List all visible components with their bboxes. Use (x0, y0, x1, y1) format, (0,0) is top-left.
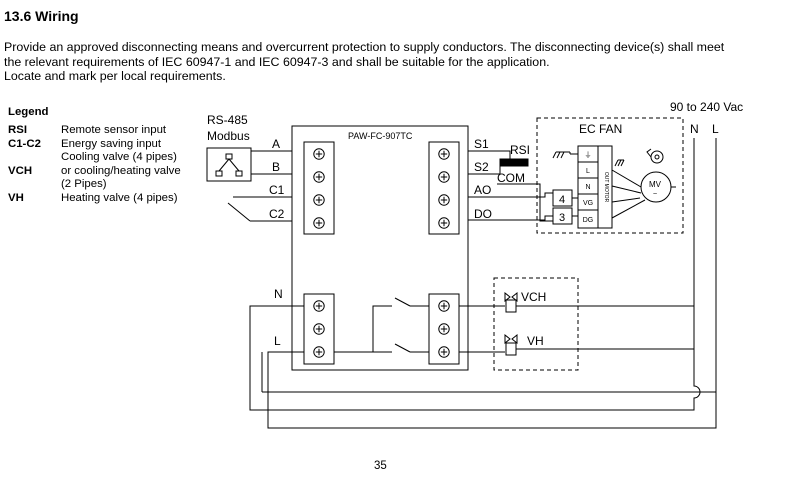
terminal-ao-label: AO (474, 183, 491, 197)
motor-terminal-label: DG (583, 217, 594, 224)
terminal-s2-label: S2 (474, 160, 489, 174)
legend-desc: Energy saving input (61, 137, 162, 150)
supply-voltage-label: 90 to 240 Vac (670, 100, 743, 114)
fan-terminal-3-label: 3 (559, 212, 565, 224)
motor-terminal-label: VG (583, 200, 593, 207)
legend-row: RSI Remote sensor input (8, 124, 181, 138)
motor-terminal-strip (577, 145, 613, 229)
valve-vch-label: VCH (521, 290, 546, 304)
terminal-c1-label: C1 (269, 183, 285, 197)
out-motor-label: OUT MOTOR (603, 172, 609, 203)
legend-desc: Heating valve (4 pipes) (61, 191, 178, 204)
valve-vh-label: VH (527, 334, 544, 348)
power-l-label: L (274, 334, 281, 348)
legend-code: VH (8, 191, 24, 204)
rs485-interface (206, 147, 252, 182)
ec-fan-enclosure (536, 117, 684, 234)
terminal-a-label: A (272, 137, 280, 151)
paragraph-line: Provide an approved disconnecting means … (4, 40, 725, 54)
earth-icon (614, 159, 625, 167)
terminal-s1-label: S1 (474, 137, 489, 151)
modbus-label: Modbus (207, 129, 250, 143)
legend-code: VCH (8, 164, 33, 177)
terminal-do-label: DO (474, 207, 492, 221)
right-terminal-block (428, 141, 460, 235)
supply-l-label: L (712, 122, 719, 136)
earth-icon (552, 151, 578, 159)
section-heading: 13.6 Wiring (4, 8, 79, 24)
legend-code: C1-C2 (8, 137, 41, 150)
legend-desc: Remote sensor input (61, 124, 167, 136)
live-line (267, 138, 717, 429)
paragraph-line: Locate and mark per local requirements. (4, 69, 226, 83)
power-terminal-block (303, 293, 335, 365)
legend-row: VH Heating valve (4 pipes) (8, 192, 181, 206)
network-icon (215, 153, 243, 177)
rsi-label: RSI (510, 143, 530, 157)
motor-terminal-label: ⏚ (585, 151, 592, 159)
controller-box (291, 125, 469, 371)
legend-desc: (2 Pipes) (61, 178, 107, 190)
motor-label: MV (649, 180, 662, 189)
legend-table: RSI Remote sensor input C1-C2 Energy savin… (8, 124, 181, 205)
motor-terminal-label: N (585, 184, 590, 191)
fan-terminal-4-label: 4 (559, 194, 565, 206)
ec-fan-title: EC FAN (579, 122, 622, 136)
page-number: 35 (374, 460, 387, 472)
supply-n-label: N (690, 122, 699, 136)
rsi-sensor (499, 158, 529, 167)
legend-row: (2 Pipes) (8, 178, 181, 192)
paragraph-line: the relevant requirements of IEC 60947-1… (4, 54, 550, 69)
section-paragraph: Provide an approved disconnecting means … (4, 40, 794, 84)
controller-name: PAW-FC-907TC (348, 131, 413, 141)
legend-row: Cooling valve (4 pipes) (8, 151, 181, 165)
neutral-line (249, 138, 701, 411)
valve-enclosure (493, 277, 579, 371)
ac-symbol: ~ (653, 191, 657, 198)
left-terminal-block (303, 141, 335, 235)
com-label: COM (497, 171, 525, 185)
legend: Legend RSI Remote sensor input C1-C2 Energ… (8, 106, 181, 205)
legend-row: VCH or cooling/heating valve (8, 165, 181, 179)
motor-terminal-label: L (586, 168, 590, 175)
valve-icon (504, 291, 518, 313)
legend-desc: Cooling valve (4 pipes) (61, 151, 177, 163)
fan-icon (646, 148, 664, 164)
terminal-c2-label: C2 (269, 207, 285, 221)
legend-title: Legend (8, 106, 49, 118)
legend-desc: or cooling/heating valve (61, 164, 181, 177)
relay-terminal-block (428, 293, 460, 365)
power-n-label: N (274, 287, 283, 301)
relay-contacts (334, 297, 429, 353)
legend-row: C1-C2 Energy saving input (8, 138, 181, 152)
valve-icon (504, 333, 518, 356)
rs485-label: RS-485 (207, 113, 248, 127)
legend-code: RSI (8, 124, 27, 136)
energy-saving-switch (227, 202, 251, 222)
terminal-b-label: B (272, 160, 280, 174)
